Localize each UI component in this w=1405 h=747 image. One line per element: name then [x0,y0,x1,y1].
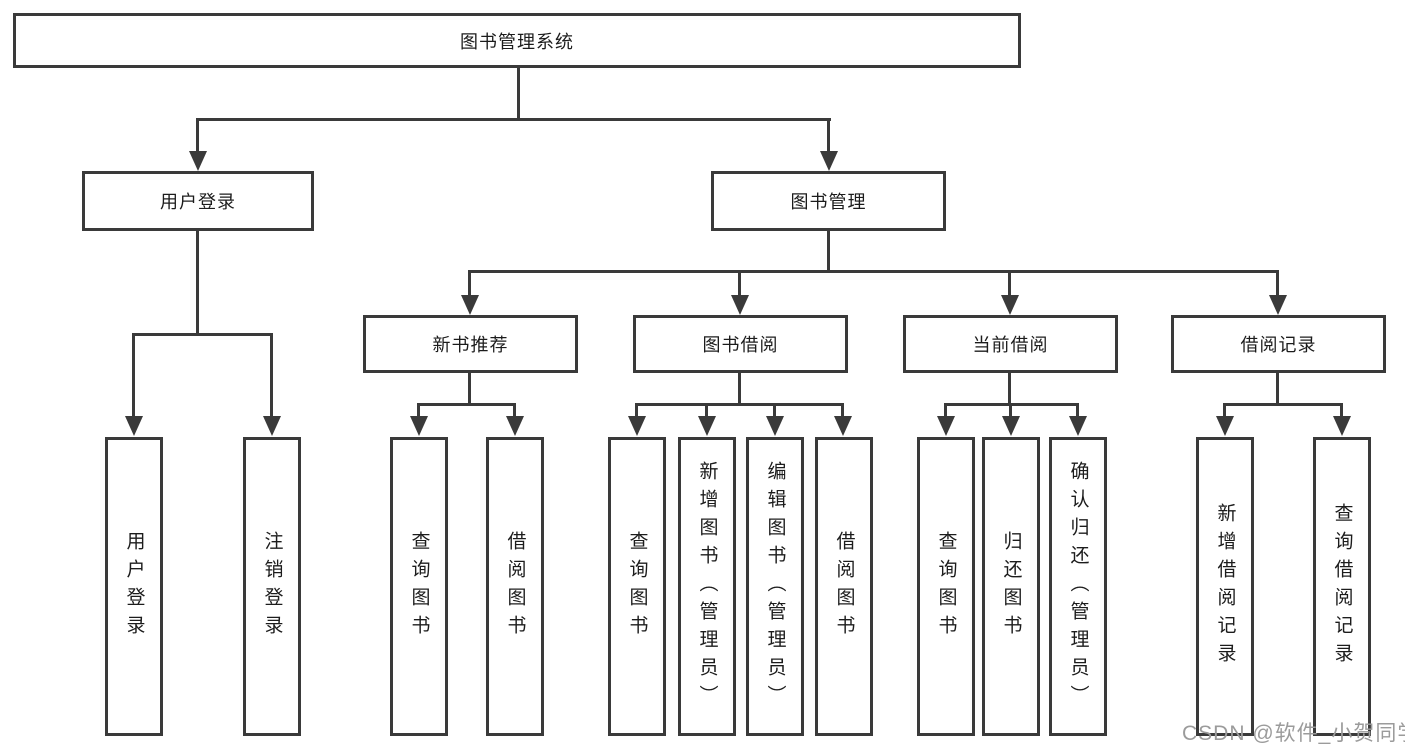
connector-line [1276,270,1279,296]
connector-line [468,373,471,405]
node-label: 确认归还（管理员） [1067,460,1089,713]
connector-line [705,403,708,417]
connector-line [469,270,1279,273]
node-leaf-user-login: 用户登录 [105,437,163,736]
node-label: 图书管理 [790,192,867,212]
connector-line [635,403,638,417]
node-label: 图书借阅 [702,335,779,355]
node-leaf-return-book: 归还图书 [982,437,1040,736]
arrowhead-down-icon [410,416,428,436]
node-label: 查询图书 [935,530,957,643]
arrowhead-down-icon [628,416,646,436]
node-book-borrowing: 图书借阅 [633,315,848,373]
arrowhead-down-icon [125,416,143,436]
connector-line [1008,270,1011,296]
node-borrowing-records: 借阅记录 [1171,315,1386,373]
connector-line [417,403,516,406]
node-leaf-add-book-admin: 新增图书（管理员） [678,437,736,736]
arrowhead-down-icon [263,416,281,436]
connector-line [841,403,844,417]
node-library-management-system: 图书管理系统 [13,13,1021,68]
node-label: 查询图书 [626,530,648,643]
connector-line [738,270,741,296]
arrowhead-down-icon [1069,416,1087,436]
connector-line [1009,403,1012,417]
connector-line [132,333,273,336]
arrowhead-down-icon [1001,295,1019,315]
connector-line [132,333,135,417]
node-leaf-confirm-return-admin: 确认归还（管理员） [1049,437,1107,736]
connector-line [1076,403,1079,417]
connector-line [635,403,844,406]
node-leaf-add-borrow-record: 新增借阅记录 [1196,437,1254,736]
connector-line [1223,403,1342,406]
connector-line [196,118,199,152]
node-label: 编辑图书（管理员） [764,460,786,713]
connector-line [468,270,471,296]
node-label: 借阅记录 [1240,335,1317,355]
connector-line [827,231,830,272]
arrowhead-down-icon [506,416,524,436]
node-user-login: 用户登录 [82,171,314,231]
csdn-watermark: CSDN @软件_小贺同学 [1182,722,1405,745]
node-label: 新增图书（管理员） [696,460,718,713]
connector-line [513,403,516,417]
arrowhead-down-icon [731,295,749,315]
arrowhead-down-icon [1216,416,1234,436]
node-leaf-query-book-borrow: 查询图书 [608,437,666,736]
node-label: 当前借阅 [972,335,1049,355]
connector-line [773,403,776,417]
node-label: 用户登录 [160,192,236,212]
node-current-borrowing: 当前借阅 [903,315,1118,373]
arrowhead-down-icon [1269,295,1287,315]
arrowhead-down-icon [189,151,207,171]
arrowhead-down-icon [1002,416,1020,436]
connector-line [517,68,520,120]
connector-line [197,118,831,121]
node-leaf-query-borrow-record: 查询借阅记录 [1313,437,1371,736]
connector-line [827,118,830,152]
connector-line [417,403,420,417]
connector-line [944,403,947,417]
node-label: 归还图书 [1000,530,1022,643]
connector-line [1340,403,1343,417]
connector-line [1223,403,1226,417]
connector-line [196,231,199,335]
arrowhead-down-icon [834,416,852,436]
node-leaf-borrow-book: 借阅图书 [815,437,873,736]
connector-line [270,333,273,417]
arrowhead-down-icon [937,416,955,436]
arrowhead-down-icon [698,416,716,436]
arrowhead-down-icon [1333,416,1351,436]
node-label: 查询借阅记录 [1331,502,1353,671]
connector-line [1008,373,1011,405]
node-label: 注销登录 [261,530,283,643]
node-label: 用户登录 [123,530,145,643]
arrowhead-down-icon [461,295,479,315]
node-label: 新增借阅记录 [1214,502,1236,671]
connector-line [738,373,741,405]
node-label: 查询图书 [408,530,430,643]
arrowhead-down-icon [766,416,784,436]
node-label: 借阅图书 [833,530,855,643]
node-label: 新书推荐 [432,335,509,355]
node-leaf-edit-book-admin: 编辑图书（管理员） [746,437,804,736]
node-label: 借阅图书 [504,530,526,643]
node-leaf-borrow-book-recommend: 借阅图书 [486,437,544,736]
node-leaf-logout: 注销登录 [243,437,301,736]
arrowhead-down-icon [820,151,838,171]
node-leaf-query-book-current: 查询图书 [917,437,975,736]
connector-line [1276,373,1279,405]
node-book-management: 图书管理 [711,171,946,231]
node-label: 图书管理系统 [460,31,574,52]
node-new-book-recommendation: 新书推荐 [363,315,578,373]
node-leaf-query-book-recommend: 查询图书 [390,437,448,736]
